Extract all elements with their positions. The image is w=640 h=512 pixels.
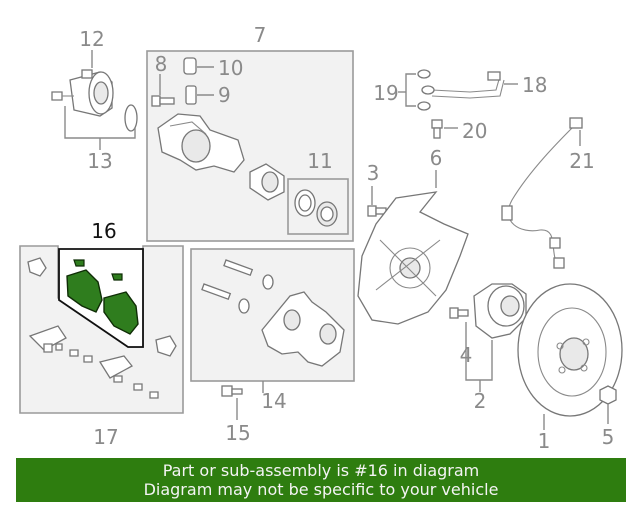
callout-7: 7 (254, 23, 267, 47)
part-14-bracket (201, 259, 345, 367)
callout-1: 1 (538, 429, 551, 453)
part-17-hardware (27, 257, 177, 399)
callout-2: 2 (474, 389, 487, 413)
callout-11: 11 (307, 149, 332, 173)
part-16-brake-pads (66, 259, 139, 335)
callout-10: 10 (218, 56, 243, 80)
callout-3: 3 (367, 161, 380, 185)
callout-21: 21 (569, 149, 594, 173)
callout-4: 4 (460, 343, 473, 367)
part-10-cap (183, 57, 197, 75)
callout-18: 18 (522, 73, 547, 97)
callout-17: 17 (93, 425, 118, 449)
part-7-caliper (157, 113, 245, 173)
part-1-rotor (517, 283, 623, 417)
part-2-hub (473, 283, 527, 339)
callout-8: 8 (155, 52, 168, 76)
part-3-bolt (367, 205, 387, 217)
part-20-bolt (431, 119, 443, 139)
banner-line-1: Part or sub-assembly is #16 in diagram (162, 461, 480, 480)
banner-line-2: Diagram may not be specific to your vehi… (143, 480, 499, 499)
part-8-bolt (151, 95, 175, 107)
part-4-bolt (449, 307, 469, 319)
part-18-brake-hose (431, 71, 505, 99)
callout-14: 14 (261, 389, 286, 413)
callout-16: 16 (91, 219, 116, 243)
callout-19: 19 (373, 81, 398, 105)
callout-20: 20 (462, 119, 487, 143)
part-12-actuator (51, 69, 138, 132)
part-21-abs-sensor (501, 117, 583, 269)
part-9-bleeder (185, 85, 197, 105)
part-11-seals (294, 189, 338, 227)
part-7-piston (249, 163, 285, 201)
callout-13: 13 (87, 149, 112, 173)
part-15-bolt (221, 385, 243, 397)
callout-5: 5 (602, 425, 615, 449)
callout-6: 6 (430, 146, 443, 170)
callout-15: 15 (225, 421, 250, 445)
part-19-washers (417, 69, 435, 111)
part-6-dust-shield (357, 191, 469, 325)
callout-9: 9 (218, 83, 231, 107)
part-5-lug-nut (599, 385, 617, 405)
info-banner: Part or sub-assembly is #16 in diagram D… (16, 458, 626, 502)
callout-12: 12 (79, 27, 104, 51)
